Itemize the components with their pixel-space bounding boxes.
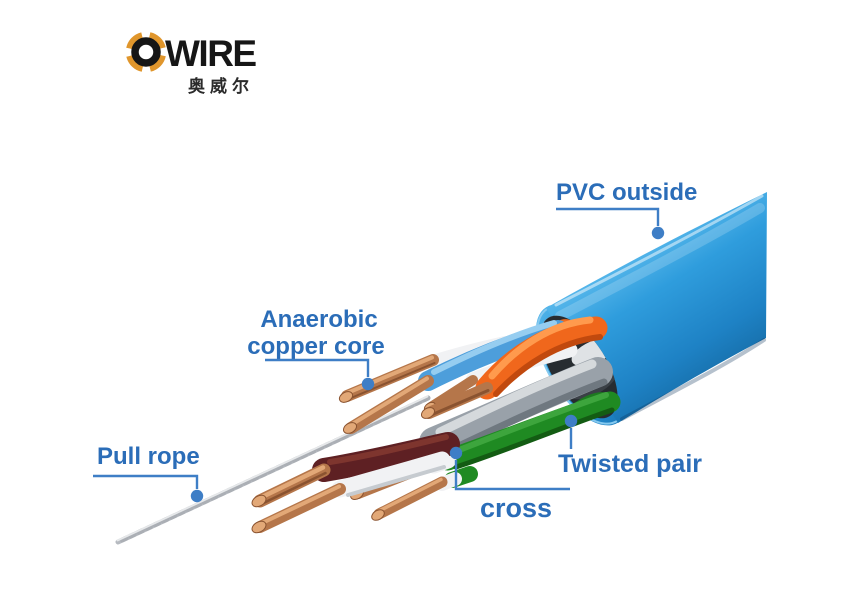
wire-maroon-pair [251, 432, 460, 534]
pull-rope-twist-texture [115, 395, 431, 545]
orange-copper-tip [420, 407, 436, 419]
green-copper-2-tip [371, 509, 385, 521]
gray-pair-insulation [419, 357, 613, 457]
white-orange-partner-copper [426, 375, 478, 412]
gray-pair-shadow [442, 378, 608, 456]
logo-o-ring-icon [131, 37, 161, 67]
pull-rope-highlight [116, 395, 429, 542]
white-copper-tip [251, 520, 267, 534]
white-wire-shading [346, 465, 446, 497]
label-pull-rope-text: Pull rope [97, 443, 200, 470]
green-wire-shadow [453, 407, 615, 470]
leader-line-anaerobic [265, 358, 370, 377]
white-pair-copper-core [254, 483, 346, 533]
logo-wordmark: WIRE [165, 33, 256, 74]
blue-wire-highlight [431, 320, 557, 375]
green-pair-copper-core-2 [373, 476, 448, 520]
leader-dot-pvc [651, 226, 665, 240]
leader-dot-twisted-pair [564, 414, 578, 428]
leader-line-pvc [556, 207, 660, 226]
label-pvc-outside-text: PVC outside [556, 179, 697, 206]
orange-wire-highlight [488, 316, 594, 380]
label-cross-text: cross [480, 493, 552, 523]
logo-chinese-name: 奥威尔 [188, 76, 254, 97]
anaerobic-copper-core-wire [341, 354, 439, 402]
blue-pair-copper-core [345, 375, 434, 434]
orange-pair-copper-core [423, 382, 493, 419]
green-copper-2-highlight [376, 477, 443, 514]
brand-logo: WIRE 奥威尔 [125, 31, 258, 97]
green-wire-insulation [437, 391, 621, 471]
white-copper-highlight [257, 484, 341, 527]
leader-dot-pull-rope [190, 489, 204, 503]
label-anaerobic-line2: copper core [247, 333, 384, 360]
leader-dot-anaerobic [361, 377, 375, 391]
cable-illustration [115, 192, 767, 545]
label-cross: cross [449, 446, 570, 523]
maroon-wire-insulation [312, 432, 460, 482]
jacket-bottom-shade [620, 338, 766, 421]
top-copper-tip [338, 391, 354, 403]
label-anaerobic-copper-core: Anaerobic copper core [247, 306, 385, 391]
blue-copper-highlight [348, 376, 429, 428]
maroon-pair-copper-core [253, 463, 331, 508]
maroon-copper-shadow [260, 471, 327, 506]
label-pull-rope: Pull rope [93, 443, 204, 503]
maroon-copper-highlight [256, 465, 326, 501]
jacket-soft-gloss [555, 203, 765, 321]
maroon-pair-white-wire [331, 451, 451, 498]
leader-line-cross [454, 460, 570, 491]
green-wire-highlight [451, 392, 609, 455]
top-copper-highlight [344, 355, 434, 396]
leader-line-pull-rope [93, 474, 199, 489]
label-twisted-pair-text: Twisted pair [558, 450, 702, 478]
maroon-wire-highlight [327, 434, 449, 465]
annotations: PVC outside Anaerobic copper core Pull r… [93, 179, 702, 523]
orange-copper-shadow [428, 389, 490, 417]
gray-pair-highlight [435, 359, 597, 437]
pull-rope-wire [115, 395, 431, 545]
jacket-gloss-line [554, 194, 764, 307]
leader-dot-cross [449, 446, 463, 460]
orange-wire-shadow [493, 334, 603, 397]
logo-petals-icon [125, 31, 167, 73]
orange-wire-insulation [475, 316, 608, 400]
maroon-copper-tip [251, 494, 267, 508]
label-anaerobic-line1: Anaerobic [260, 306, 377, 333]
blue-copper-tip [342, 422, 358, 434]
label-twisted-pair: Twisted pair [558, 414, 702, 478]
wire-orange [420, 316, 608, 419]
twisted-pair-gray-bundle [419, 357, 613, 457]
top-copper-shadow [347, 362, 436, 400]
label-pvc-outside: PVC outside [556, 179, 697, 240]
